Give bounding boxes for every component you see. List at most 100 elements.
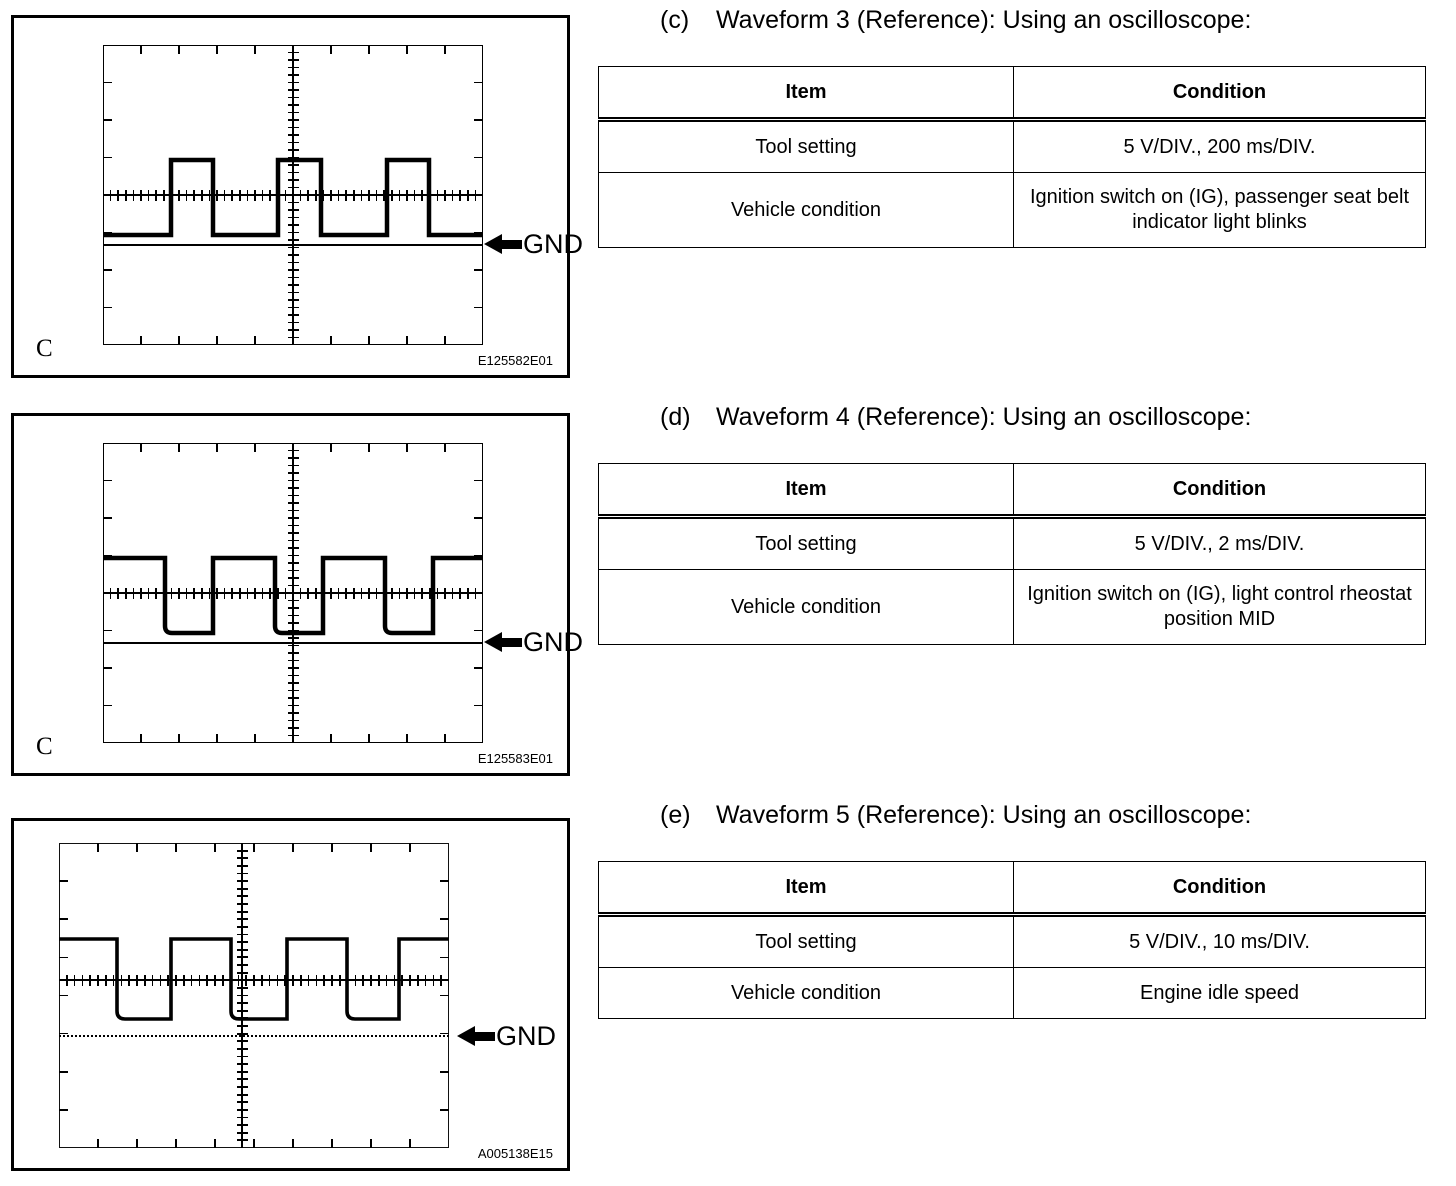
axis-minor-tick	[287, 156, 299, 159]
grid-tick	[444, 734, 446, 743]
axis-minor-tick	[287, 74, 299, 76]
axis-minor-tick	[236, 1131, 248, 1134]
grid-tick	[103, 629, 112, 632]
axis-minor-tick	[383, 587, 386, 599]
axis-minor-tick	[236, 887, 248, 890]
column-header-condition: Condition	[1013, 861, 1426, 917]
axis-minor-tick	[236, 994, 248, 997]
axis-minor-tick	[236, 872, 248, 875]
axis-minor-tick	[287, 562, 299, 564]
axis-minor-tick	[287, 509, 299, 512]
axis-minor-tick	[314, 189, 317, 201]
axis-minor-tick	[287, 727, 299, 729]
gnd-reference-line-3	[59, 1035, 449, 1037]
axis-minor-tick	[236, 1078, 248, 1081]
axis-minor-tick	[65, 974, 68, 986]
axis-minor-tick	[182, 974, 185, 986]
axis-minor-tick	[287, 592, 299, 594]
axis-minor-tick	[287, 532, 299, 534]
grid-tick	[216, 443, 218, 452]
axis-minor-tick	[307, 974, 310, 986]
axis-minor-tick	[287, 104, 299, 106]
axis-minor-tick	[124, 587, 127, 599]
axis-minor-tick	[287, 314, 299, 316]
axis-minor-tick	[236, 948, 248, 951]
grid-tick	[330, 734, 332, 743]
axis-minor-tick	[287, 644, 299, 647]
grid-tick	[292, 336, 294, 345]
table-row: Vehicle condition Ignition switch on (IG…	[598, 172, 1426, 248]
grid-tick	[59, 918, 68, 921]
axis-minor-tick	[124, 189, 127, 201]
axis-minor-tick	[276, 587, 279, 599]
axis-minor-tick	[236, 1017, 248, 1020]
table-header-row: Item Condition	[598, 861, 1426, 917]
axis-minor-tick	[193, 189, 196, 201]
grid-tick	[292, 734, 294, 743]
axis-minor-tick	[444, 587, 446, 599]
cell-item: Vehicle condition	[598, 172, 1014, 248]
axis-minor-tick	[236, 979, 248, 982]
axis-minor-tick	[81, 974, 84, 986]
axis-minor-tick	[236, 1124, 248, 1127]
axis-minor-tick	[236, 1086, 248, 1088]
grid-tick	[254, 45, 256, 54]
axis-minor-tick	[236, 1025, 248, 1027]
axis-minor-tick	[287, 629, 299, 632]
axis-minor-tick	[287, 164, 299, 166]
scope-grid-2	[103, 443, 483, 743]
column-header-condition: Condition	[1013, 463, 1426, 519]
axis-minor-tick	[287, 674, 299, 677]
axis-minor-tick	[287, 201, 299, 204]
grid-tick	[292, 45, 294, 54]
axis-minor-tick	[287, 637, 299, 639]
grid-tick	[59, 956, 68, 959]
grid-tick	[254, 734, 256, 743]
axis-minor-tick	[287, 186, 299, 189]
axis-minor-tick	[406, 587, 408, 599]
axis-minor-tick	[236, 1093, 248, 1096]
column-header-condition: Condition	[1013, 66, 1426, 122]
grid-tick	[292, 1139, 294, 1148]
axis-minor-tick	[287, 111, 299, 114]
axis-minor-tick	[162, 587, 165, 599]
axis-minor-tick	[375, 189, 378, 201]
axis-minor-tick	[459, 587, 462, 599]
axis-minor-tick	[287, 269, 299, 271]
axis-minor-tick	[175, 974, 177, 986]
axis-minor-tick	[159, 974, 162, 986]
axis-minor-tick	[155, 189, 158, 201]
axis-minor-tick	[253, 974, 255, 986]
axis-minor-tick	[398, 587, 401, 599]
grid-tick	[103, 667, 112, 669]
axis-minor-tick	[236, 925, 248, 928]
scope-grid-1	[103, 45, 483, 345]
axis-minor-tick	[466, 587, 469, 599]
gnd-marker-1: GND	[484, 229, 583, 259]
grid-tick	[440, 994, 449, 997]
axis-minor-tick	[409, 974, 411, 986]
grid-tick	[440, 880, 449, 882]
axis-minor-tick	[128, 974, 131, 986]
grid-tick	[140, 336, 142, 345]
axis-minor-tick	[287, 306, 299, 309]
table-row: Tool setting 5 V/DIV., 10 ms/DIV.	[598, 914, 1426, 968]
gnd-label: GND	[523, 626, 583, 657]
axis-minor-tick	[432, 974, 435, 986]
axis-minor-tick	[287, 547, 299, 549]
cell-condition: Ignition switch on (IG), passenger seat …	[1013, 172, 1426, 248]
axis-minor-tick	[416, 974, 419, 986]
axis-minor-tick	[322, 587, 325, 599]
table-header-row: Item Condition	[598, 66, 1426, 122]
axis-minor-tick	[287, 126, 299, 129]
axis-minor-tick	[287, 216, 299, 219]
waveform-4-heading: (d)Waveform 4 (Reference): Using an osci…	[660, 405, 1251, 430]
grid-tick	[178, 45, 180, 54]
grid-tick	[175, 1139, 177, 1148]
axis-minor-tick	[132, 587, 135, 599]
axis-minor-tick	[109, 587, 112, 599]
axis-minor-tick	[178, 189, 180, 201]
axis-minor-tick	[287, 299, 299, 301]
axis-minor-tick	[185, 587, 188, 599]
grid-tick	[59, 1070, 68, 1073]
